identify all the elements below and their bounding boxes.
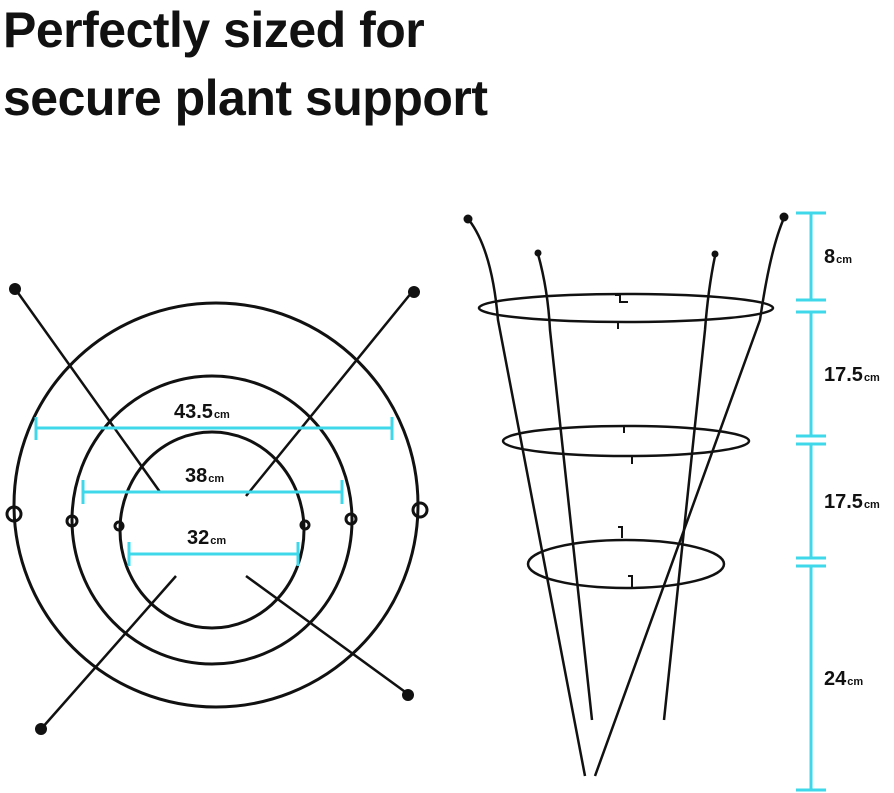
top-view-labels: 43.5cm 38cm 32cm <box>174 401 230 549</box>
ring-clip <box>628 575 633 588</box>
middle-ring-clip-right <box>344 512 358 526</box>
side-view-leg-tips <box>463 212 789 258</box>
leg-tip-ball <box>463 214 473 224</box>
side-ring-bottom <box>526 538 726 590</box>
diameter-label-outer: 43.5cm <box>174 401 230 423</box>
ring-clip <box>620 425 625 433</box>
leg-top-left <box>14 289 162 493</box>
side-view <box>468 217 786 777</box>
top-view-dimensions <box>34 417 394 566</box>
diameter-label-middle: 38cm <box>185 465 224 487</box>
height-unit: cm <box>847 676 863 688</box>
side-view-dimensions <box>796 211 826 792</box>
leg-bottom-right <box>245 574 409 696</box>
diameter-value: 38 <box>185 465 207 487</box>
leg-tip-ball <box>534 249 542 257</box>
headline: Perfectly sized for secure plant support <box>3 0 488 132</box>
outer-ring <box>12 301 420 709</box>
middle-ring <box>70 374 354 666</box>
inner-ring-clip-left <box>113 520 125 532</box>
height-label-17-5-lower: 17.5cm <box>824 491 880 513</box>
height-unit: cm <box>836 254 852 266</box>
leg-tip-ball <box>35 723 47 735</box>
top-view-leg-tips <box>9 283 420 735</box>
diameter-value: 32 <box>187 527 209 549</box>
height-unit: cm <box>864 499 880 511</box>
leg-bottom-left <box>41 575 177 729</box>
leg-front-right <box>593 217 786 777</box>
outer-ring-clip-left <box>5 505 23 523</box>
diameter-label-inner: 32cm <box>187 527 226 549</box>
height-value: 8 <box>824 246 835 268</box>
height-value: 24 <box>824 668 847 690</box>
leg-tip-ball <box>9 283 21 295</box>
height-label-8: 8cm <box>824 246 852 268</box>
leg-tip-ball <box>402 689 414 701</box>
leg-top-right <box>245 291 413 497</box>
side-ring-top <box>477 292 775 324</box>
diameter-unit: cm <box>214 409 230 421</box>
side-ring-middle <box>501 424 751 458</box>
outer-ring-clip-right <box>411 501 429 519</box>
height-value: 17.5 <box>824 491 863 513</box>
headline-line-2: secure plant support <box>3 70 488 126</box>
height-unit: cm <box>864 372 880 384</box>
diameter-unit: cm <box>210 535 226 547</box>
ring-clip <box>615 294 628 303</box>
side-view-labels: 8cm 17.5cm 17.5cm 24cm <box>824 246 880 690</box>
leg-tip-ball <box>711 250 719 258</box>
leg-tip-ball <box>408 286 420 298</box>
middle-ring-clip-left <box>65 514 79 528</box>
leg-tip-ball <box>779 212 789 222</box>
inner-ring-clip-right <box>299 519 311 531</box>
headline-line-1: Perfectly sized for <box>3 2 425 58</box>
height-value: 17.5 <box>824 364 863 386</box>
diameter-value: 43.5 <box>174 401 213 423</box>
ring-clip <box>614 321 619 329</box>
ring-clip <box>618 526 623 538</box>
ring-clip <box>628 455 633 464</box>
leg-back-right <box>662 255 717 721</box>
height-label-24: 24cm <box>824 668 863 690</box>
top-view <box>5 289 429 729</box>
diameter-unit: cm <box>208 473 224 485</box>
height-label-17-5-upper: 17.5cm <box>824 364 880 386</box>
leg-back-left <box>536 253 594 721</box>
